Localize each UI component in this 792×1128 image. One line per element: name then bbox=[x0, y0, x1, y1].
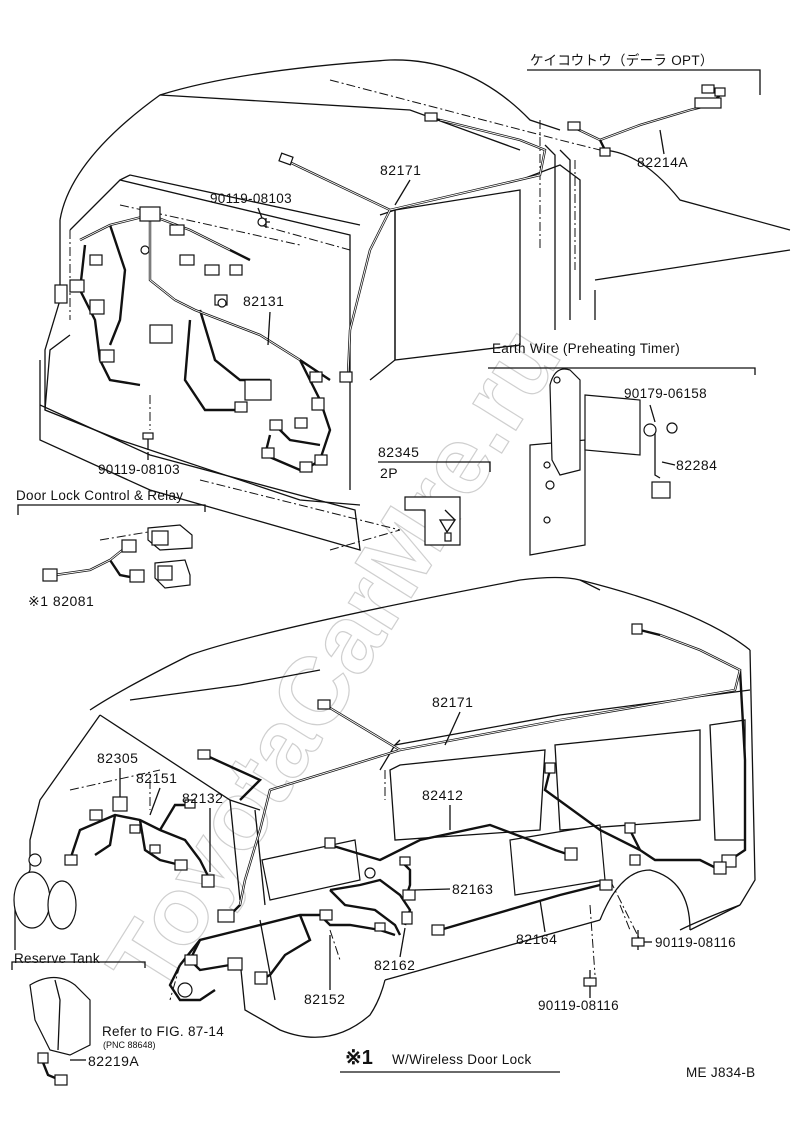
section-keikoutou: ケイコウトウ（デーラ OPT） bbox=[530, 52, 714, 68]
part-82151: 82151 bbox=[136, 770, 177, 786]
part-90119-08103-a: 90119-08103 bbox=[210, 191, 292, 206]
harness-82163-82164 bbox=[329, 856, 613, 936]
harness-82131 bbox=[54, 206, 332, 473]
part-82171-top: 82171 bbox=[380, 162, 421, 178]
harness-82171-top bbox=[278, 112, 547, 383]
leader-lines bbox=[70, 129, 676, 1061]
reserve-tank bbox=[11, 961, 146, 1086]
part-82081: ※1 82081 bbox=[28, 593, 94, 609]
section-door-lock: Door Lock Control & Relay bbox=[16, 488, 183, 503]
part-82305: 82305 bbox=[97, 750, 138, 766]
harness-82152 bbox=[168, 909, 396, 1002]
part-90119-08116-b: 90119-08116 bbox=[538, 998, 619, 1013]
harness-82151-82132 bbox=[64, 796, 215, 888]
watermark: ToyotaCarMre.ru bbox=[87, 309, 581, 1011]
bolt-90119-08116-b bbox=[583, 970, 597, 992]
part-82284: 82284 bbox=[676, 457, 717, 473]
part-82171-bottom: 82171 bbox=[432, 694, 473, 710]
part-90179-06158: 90179-06158 bbox=[624, 386, 707, 401]
bracket-keikoutou bbox=[527, 69, 761, 95]
part-90119-08116-a: 90119-08116 bbox=[655, 935, 736, 950]
part-90119-08103-b: 90119-08103 bbox=[98, 462, 180, 477]
refer-fig: Refer to FIG. 87-14 bbox=[102, 1024, 224, 1039]
refer-pnc: (PNC 88648) bbox=[103, 1040, 156, 1050]
footnote-text: W/Wireless Door Lock bbox=[392, 1052, 532, 1067]
part-82219A: 82219A bbox=[88, 1053, 139, 1069]
connector-82345 bbox=[378, 461, 491, 546]
bolt-90119-08103-b bbox=[142, 432, 154, 450]
harness-82412 bbox=[324, 762, 727, 875]
section-earth-wire: Earth Wire (Preheating Timer) bbox=[492, 341, 680, 356]
harness-82214A bbox=[567, 84, 726, 157]
earth-wire-assembly bbox=[488, 367, 756, 556]
part-82164: 82164 bbox=[516, 931, 557, 947]
part-82345: 82345 bbox=[378, 444, 419, 460]
bolt-90119-08116-a bbox=[631, 930, 645, 950]
part-82162: 82162 bbox=[374, 957, 415, 973]
harness-82171-bottom bbox=[197, 623, 747, 923]
part-2P: 2P bbox=[380, 465, 398, 481]
part-82163: 82163 bbox=[452, 881, 493, 897]
door-lock-relay bbox=[17, 504, 206, 589]
footnote-mark: ※1 bbox=[345, 1047, 373, 1069]
section-reserve-tank: Reserve Tank bbox=[14, 951, 100, 966]
diagram-code: ME J834-B bbox=[686, 1065, 755, 1080]
part-82412: 82412 bbox=[422, 787, 463, 803]
part-82131: 82131 bbox=[243, 293, 284, 309]
part-82152: 82152 bbox=[304, 991, 345, 1007]
part-82214A: 82214A bbox=[637, 154, 688, 170]
part-82132: 82132 bbox=[182, 790, 223, 806]
